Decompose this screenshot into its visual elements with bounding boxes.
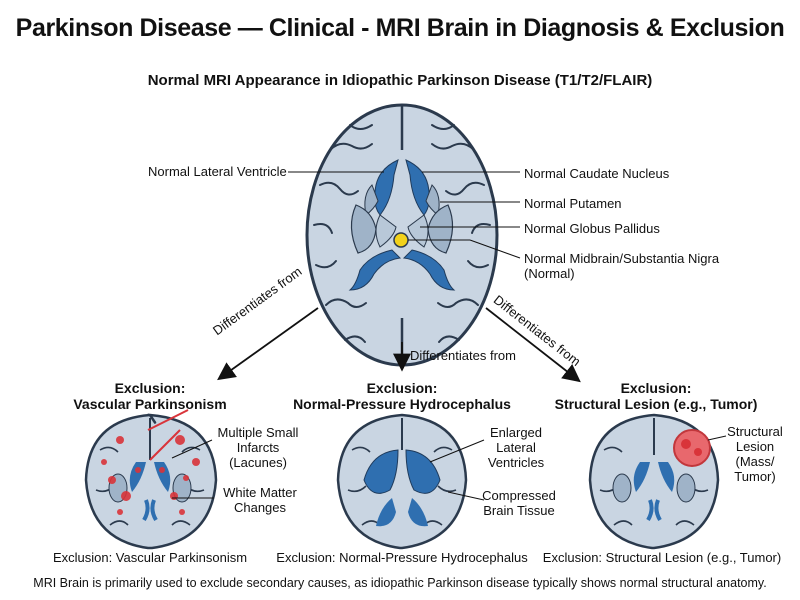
label-infarcts-line2: Infarcts bbox=[236, 440, 280, 455]
label-compressed-line1: Compressed bbox=[482, 488, 556, 503]
coronal-brain-lesion bbox=[588, 413, 720, 550]
label-lateral-ventricle: Normal Lateral Ventricle bbox=[148, 164, 287, 179]
heading-nph-line2: Normal-Pressure Hydrocephalus bbox=[293, 396, 511, 412]
label-enlarged-ventricles: Enlarged Lateral Ventricles bbox=[478, 425, 554, 470]
label-white-matter: White Matter Changes bbox=[214, 485, 306, 515]
label-compressed-tissue: Compressed Brain Tissue bbox=[478, 488, 560, 518]
label-enlarged-line2: Lateral bbox=[496, 440, 536, 455]
label-compressed-line2: Brain Tissue bbox=[483, 503, 555, 518]
arrows bbox=[217, 307, 581, 383]
heading-vascular-line2: Vascular Parkinsonism bbox=[73, 396, 227, 412]
page-title: Parkinson Disease — Clinical - MRI Brain… bbox=[15, 14, 785, 42]
heading-nph-line1: Exclusion: bbox=[366, 380, 438, 396]
main-leader-lines bbox=[288, 171, 521, 259]
heading-lesion-line1: Exclusion: bbox=[620, 380, 692, 396]
heading-vascular-line1: Exclusion: bbox=[114, 380, 186, 396]
caption-lesion: Exclusion: Structural Lesion (e.g., Tumo… bbox=[542, 550, 782, 565]
label-caudate-nucleus: Normal Caudate Nucleus bbox=[524, 166, 670, 181]
label-lesion-line4: Tumor) bbox=[734, 469, 776, 484]
label-enlarged-line3: Ventricles bbox=[487, 455, 545, 470]
axial-brain-normal bbox=[305, 103, 499, 367]
label-infarcts: Multiple Small Infarcts (Lacunes) bbox=[208, 425, 308, 470]
label-white-matter-line1: White Matter bbox=[223, 485, 297, 500]
label-midbrain-line2: (Normal) bbox=[524, 266, 575, 281]
page-subtitle: Normal MRI Appearance in Idiopathic Park… bbox=[147, 72, 653, 89]
coronal-brain-nph bbox=[336, 413, 468, 550]
label-lesion-line2: Lesion bbox=[735, 439, 775, 454]
label-lesion-line3: (Mass/ bbox=[735, 454, 775, 469]
label-infarcts-line1: Multiple Small bbox=[217, 425, 299, 440]
label-putamen: Normal Putamen bbox=[524, 196, 622, 211]
label-infarcts-line3: (Lacunes) bbox=[229, 455, 287, 470]
caption-nph: Exclusion: Normal-Pressure Hydrocephalus bbox=[276, 550, 528, 565]
caption-vascular: Exclusion: Vascular Parkinsonism bbox=[52, 550, 248, 565]
arrow-label-center: Differentiates from bbox=[410, 348, 516, 363]
coronal-brain-vascular bbox=[84, 409, 218, 550]
heading-lesion: Exclusion: Structural Lesion (e.g., Tumo… bbox=[540, 380, 772, 412]
label-white-matter-line2: Changes bbox=[233, 500, 287, 515]
label-enlarged-line1: Enlarged bbox=[489, 425, 543, 440]
heading-lesion-line2: Structural Lesion (e.g., Tumor) bbox=[554, 396, 758, 412]
label-lesion-line1: Structural bbox=[727, 424, 783, 439]
label-structural-lesion: Structural Lesion (Mass/ Tumor) bbox=[722, 424, 788, 484]
label-midbrain-line1: Normal Midbrain/Substantia Nigra bbox=[524, 251, 720, 266]
label-globus-pallidus: Normal Globus Pallidus bbox=[524, 221, 660, 236]
heading-vascular: Exclusion: Vascular Parkinsonism bbox=[40, 380, 260, 412]
heading-nph: Exclusion: Normal-Pressure Hydrocephalus bbox=[290, 380, 514, 412]
footer-note: MRI Brain is primarily used to exclude s… bbox=[33, 576, 767, 590]
